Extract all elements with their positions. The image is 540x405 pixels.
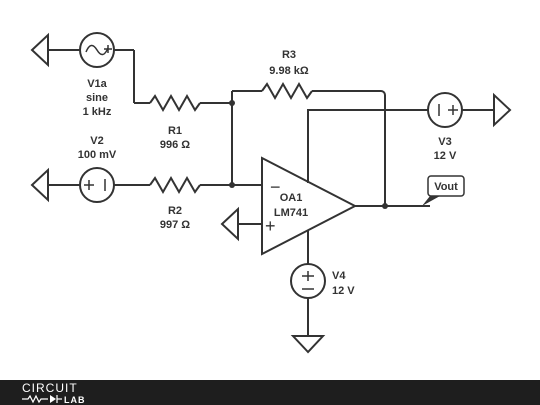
- r2-value: 997 Ω: [160, 219, 190, 231]
- junction-dot: [229, 100, 235, 106]
- v2-value: 100 mV: [78, 149, 117, 161]
- v4-value: 12 V: [332, 285, 355, 297]
- v1a-type: sine: [86, 92, 108, 104]
- v4-name: V4: [332, 270, 346, 282]
- circuit-schematic: V1a sine 1 kHz R1 996 Ω R3 9.98 kΩ V2 10…: [30, 32, 512, 354]
- r3-resistor[interactable]: [232, 81, 386, 206]
- r3-name: R3: [282, 49, 296, 61]
- opamp-plus-sign: +: [265, 216, 276, 236]
- vout-label: Vout: [434, 181, 458, 193]
- v2-name: V2: [90, 135, 103, 147]
- ground-symbol: [220, 206, 262, 242]
- v3-source[interactable]: [307, 92, 512, 183]
- circuitlab-logo-mark: LAB: [22, 394, 86, 404]
- oa1-name: OA1: [280, 192, 303, 204]
- v1a-freq: 1 kHz: [83, 106, 112, 118]
- footer-bar: CIRCUIT LAB: [0, 380, 540, 405]
- r1-value: 996 Ω: [160, 139, 190, 151]
- vout-probe[interactable]: [422, 175, 465, 206]
- v4-source[interactable]: [290, 230, 326, 354]
- r3-value: 9.98 kΩ: [269, 65, 309, 77]
- v2-source[interactable]: [30, 167, 150, 203]
- opamp-minus-sign: −: [270, 177, 281, 197]
- junction-dot: [382, 203, 388, 209]
- oa1-opamp[interactable]: [261, 156, 430, 256]
- r2-name: R2: [168, 205, 182, 217]
- oa1-model: LM741: [274, 207, 308, 219]
- v1a-name: V1a: [87, 78, 107, 90]
- r2-resistor[interactable]: [149, 175, 262, 195]
- r1-name: R1: [168, 125, 182, 137]
- logo-lab-text: LAB: [64, 395, 86, 404]
- v3-value: 12 V: [434, 150, 457, 162]
- v3-name: V3: [438, 136, 451, 148]
- v1a-source[interactable]: [30, 32, 150, 104]
- r1-resistor[interactable]: [149, 93, 232, 113]
- circuitlab-logo-text: CIRCUIT: [22, 381, 78, 395]
